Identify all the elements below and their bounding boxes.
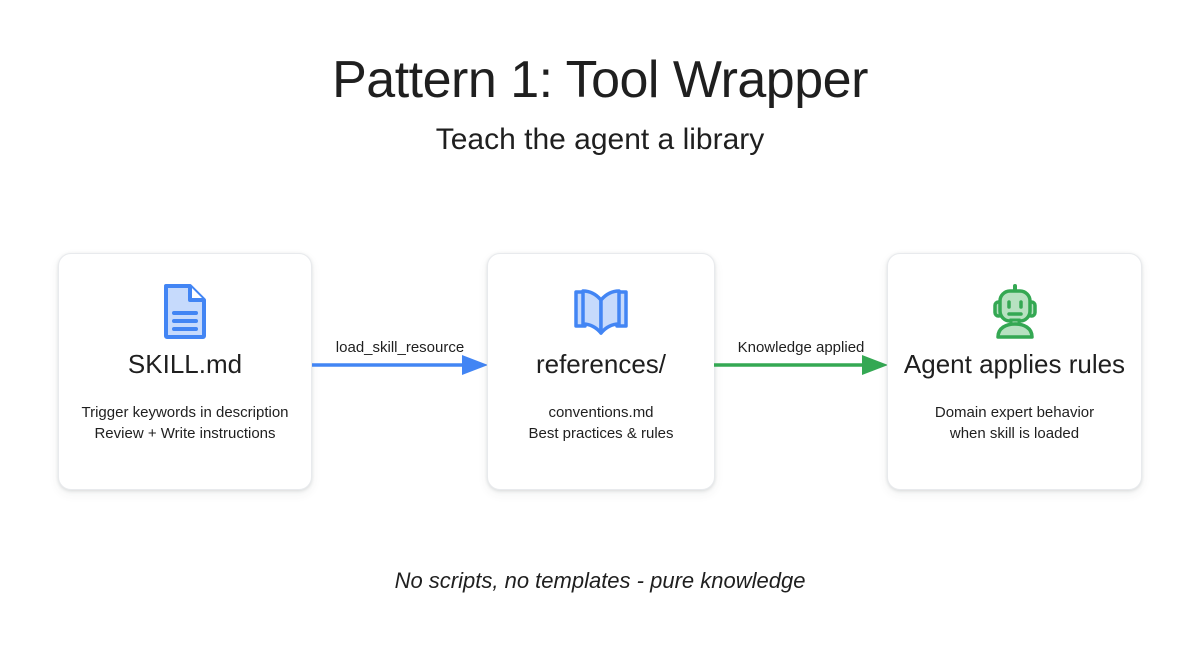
robot-icon — [986, 280, 1044, 342]
flow-node-description: conventions.md Best practices & rules — [528, 402, 673, 445]
flow-diagram: SKILL.md Trigger keywords in description… — [0, 253, 1200, 493]
arrow-knowledge-applied — [714, 341, 888, 383]
footer-note: No scripts, no templates - pure knowledg… — [394, 568, 806, 593]
flow-node-description: Domain expert behavior when skill is loa… — [935, 402, 1094, 445]
flow-node-references[interactable]: references/ conventions.md Best practice… — [487, 253, 715, 490]
open-book-icon — [572, 280, 630, 342]
flow-node-description: Trigger keywords in description Review +… — [81, 402, 288, 445]
flow-node-title: Agent applies rules — [903, 349, 1126, 379]
flow-node-description-line-2: Review + Write instructions — [94, 425, 276, 443]
arrow-load-skill-resource — [312, 341, 488, 383]
page-subtitle: Teach the agent a library — [435, 123, 765, 157]
flow-node-description-line-2: Best practices & rules — [528, 425, 674, 443]
page-title: Pattern 1: Tool Wrapper — [332, 51, 868, 109]
arrow-label-knowledge-applied: Knowledge applied — [737, 339, 865, 356]
flow-node-description-line-1: Trigger keywords in description — [81, 403, 289, 421]
flow-node-description-line-1: conventions.md — [548, 403, 654, 421]
flow-node-title: SKILL.md — [127, 349, 243, 379]
flow-node-description-line-2: when skill is loaded — [949, 425, 1080, 443]
flow-node-title: references/ — [535, 349, 667, 379]
slide-header: Pattern 1: Tool Wrapper Teach the agent … — [0, 51, 1200, 157]
arrow-label-load-skill-resource: load_skill_resource — [335, 339, 465, 356]
flow-node-skill-md[interactable]: SKILL.md Trigger keywords in description… — [58, 253, 312, 490]
flow-node-agent-applies-rules[interactable]: Agent applies rules Domain expert behavi… — [887, 253, 1142, 490]
document-icon — [162, 280, 208, 342]
flow-node-description-line-1: Domain expert behavior — [934, 403, 1095, 421]
